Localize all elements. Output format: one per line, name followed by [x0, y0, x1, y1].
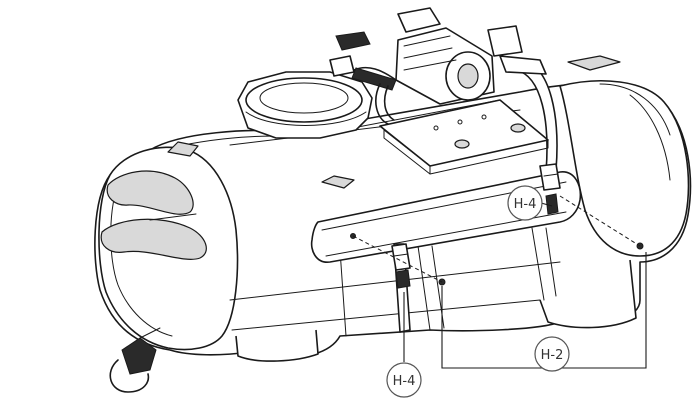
- latch-right: [539, 163, 561, 215]
- hardware-bolts: [350, 195, 644, 286]
- fill-lid: [237, 71, 373, 139]
- callout-h4-bottom-label: H-4: [393, 374, 416, 389]
- callout-h4-right: H-4: [507, 185, 543, 221]
- callout-h2: H-2: [534, 336, 570, 372]
- hoses: [329, 55, 397, 125]
- drain-cap: [109, 327, 161, 393]
- callout-h4-bottom: H-4: [386, 362, 422, 398]
- pump-mount-plate: [379, 99, 549, 175]
- callout-h4-right-label: H-4: [514, 197, 537, 212]
- callout-h2-label: H-2: [541, 348, 564, 363]
- pump-motor: [335, 7, 547, 105]
